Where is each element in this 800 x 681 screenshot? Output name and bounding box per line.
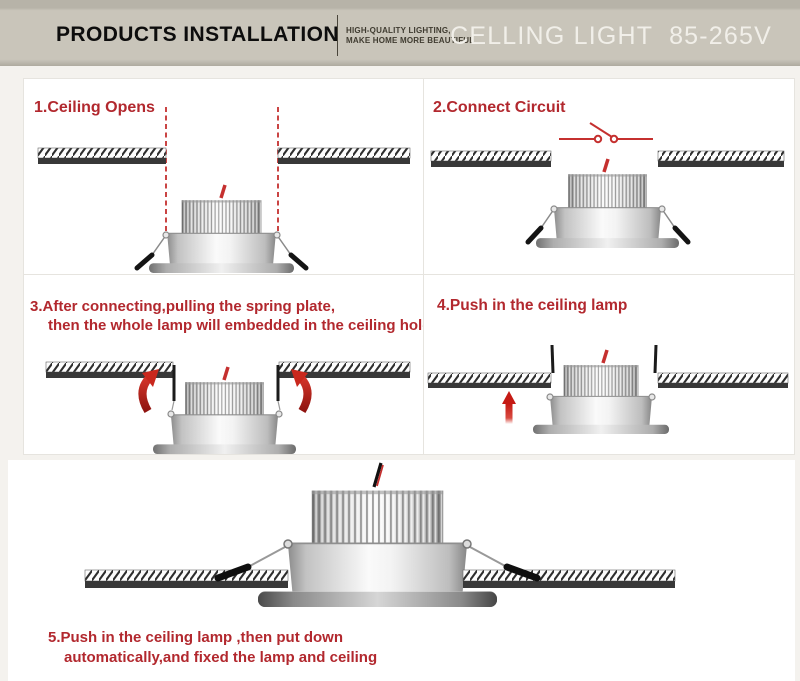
step5-title: 5.Push in the ceiling lamp ,then put dow…: [48, 628, 377, 668]
header-divider: [337, 15, 338, 56]
step1-diagram: [37, 107, 411, 273]
step1-panel: 1.Ceiling Opens: [24, 79, 423, 274]
product-name: CELLING LIGHT 85-265V: [450, 22, 772, 50]
step5-title-line1: 5.Push in the ceiling lamp ,then put dow…: [48, 629, 344, 646]
tagline-line2: MAKE HOME MORE BEAUTIFUL: [346, 36, 475, 45]
step5-title-line2: automatically,and fixed the lamp and cei…: [64, 649, 378, 666]
clip-pivot-left: [546, 393, 554, 401]
downlight-lamp: [149, 199, 294, 273]
step5-diagram: [84, 462, 676, 607]
ceiling-with-hole: [430, 150, 785, 167]
curved-arrow-icon-left: [138, 369, 159, 414]
step2-panel: 2.Connect Circuit: [424, 79, 795, 274]
downlight-lamp: [533, 364, 669, 434]
step3-title-line1: 3.After connecting,pulling the spring pl…: [30, 298, 336, 315]
curved-arrow-icon-right: [291, 369, 312, 414]
ceiling-with-hole: [427, 372, 789, 388]
spring-clips: [525, 205, 691, 245]
step4-diagram: [427, 344, 789, 434]
step3-diagram: [45, 361, 411, 454]
clip-pivot-right: [648, 393, 656, 401]
lamp-wire: [222, 366, 230, 381]
step4-title: 4.Push in the ceiling lamp: [437, 297, 628, 314]
lamp-wire: [219, 184, 227, 199]
downlight-lamp: [536, 173, 679, 248]
spring-clips: [134, 231, 309, 271]
header-tagline: HIGH-QUALITY LIGHTING, MAKE HOME MORE BE…: [346, 26, 474, 46]
header-bar: PRODUCTS INSTALLATION HIGH-QUALITY LIGHT…: [0, 0, 800, 66]
step4-panel: 4.Push in the ceiling lamp: [424, 275, 795, 455]
page-title: PRODUCTS INSTALLATION: [56, 23, 339, 46]
steps-grid: 1.Ceiling Opens: [23, 78, 795, 455]
spring-arms: [214, 539, 541, 582]
spring-plates: [171, 365, 281, 411]
step1-title: 1.Ceiling Opens: [34, 99, 155, 116]
clip-pivot-left: [167, 410, 175, 418]
lamp-wire: [601, 349, 609, 364]
step2-diagram: [430, 122, 785, 248]
spring-plates: [550, 344, 658, 374]
ceiling-with-hole: [37, 147, 411, 164]
step3-panel: 3.After connecting,pulling the spring pl…: [24, 275, 423, 455]
lamp-wire: [602, 158, 610, 173]
grid-divider-horizontal: [24, 274, 794, 275]
step5-panel: 5.Push in the ceiling lamp ,then put dow…: [8, 460, 795, 681]
ceiling-with-hole: [84, 569, 676, 588]
step3-title: 3.After connecting,pulling the spring pl…: [30, 297, 423, 335]
arrow-up-icon: [502, 391, 516, 424]
step3-title-line2: then the whole lamp will embedded in the…: [48, 317, 423, 334]
lamp-wire: [372, 462, 384, 488]
clip-pivot-right: [275, 410, 283, 418]
step2-title: 2.Connect Circuit: [433, 99, 566, 116]
lamp-trim-ring: [258, 592, 497, 607]
grid-divider-vertical: [423, 79, 424, 454]
switch-icon: [559, 122, 653, 144]
tagline-line1: HIGH-QUALITY LIGHTING,: [346, 26, 451, 35]
downlight-lamp: [258, 489, 497, 607]
